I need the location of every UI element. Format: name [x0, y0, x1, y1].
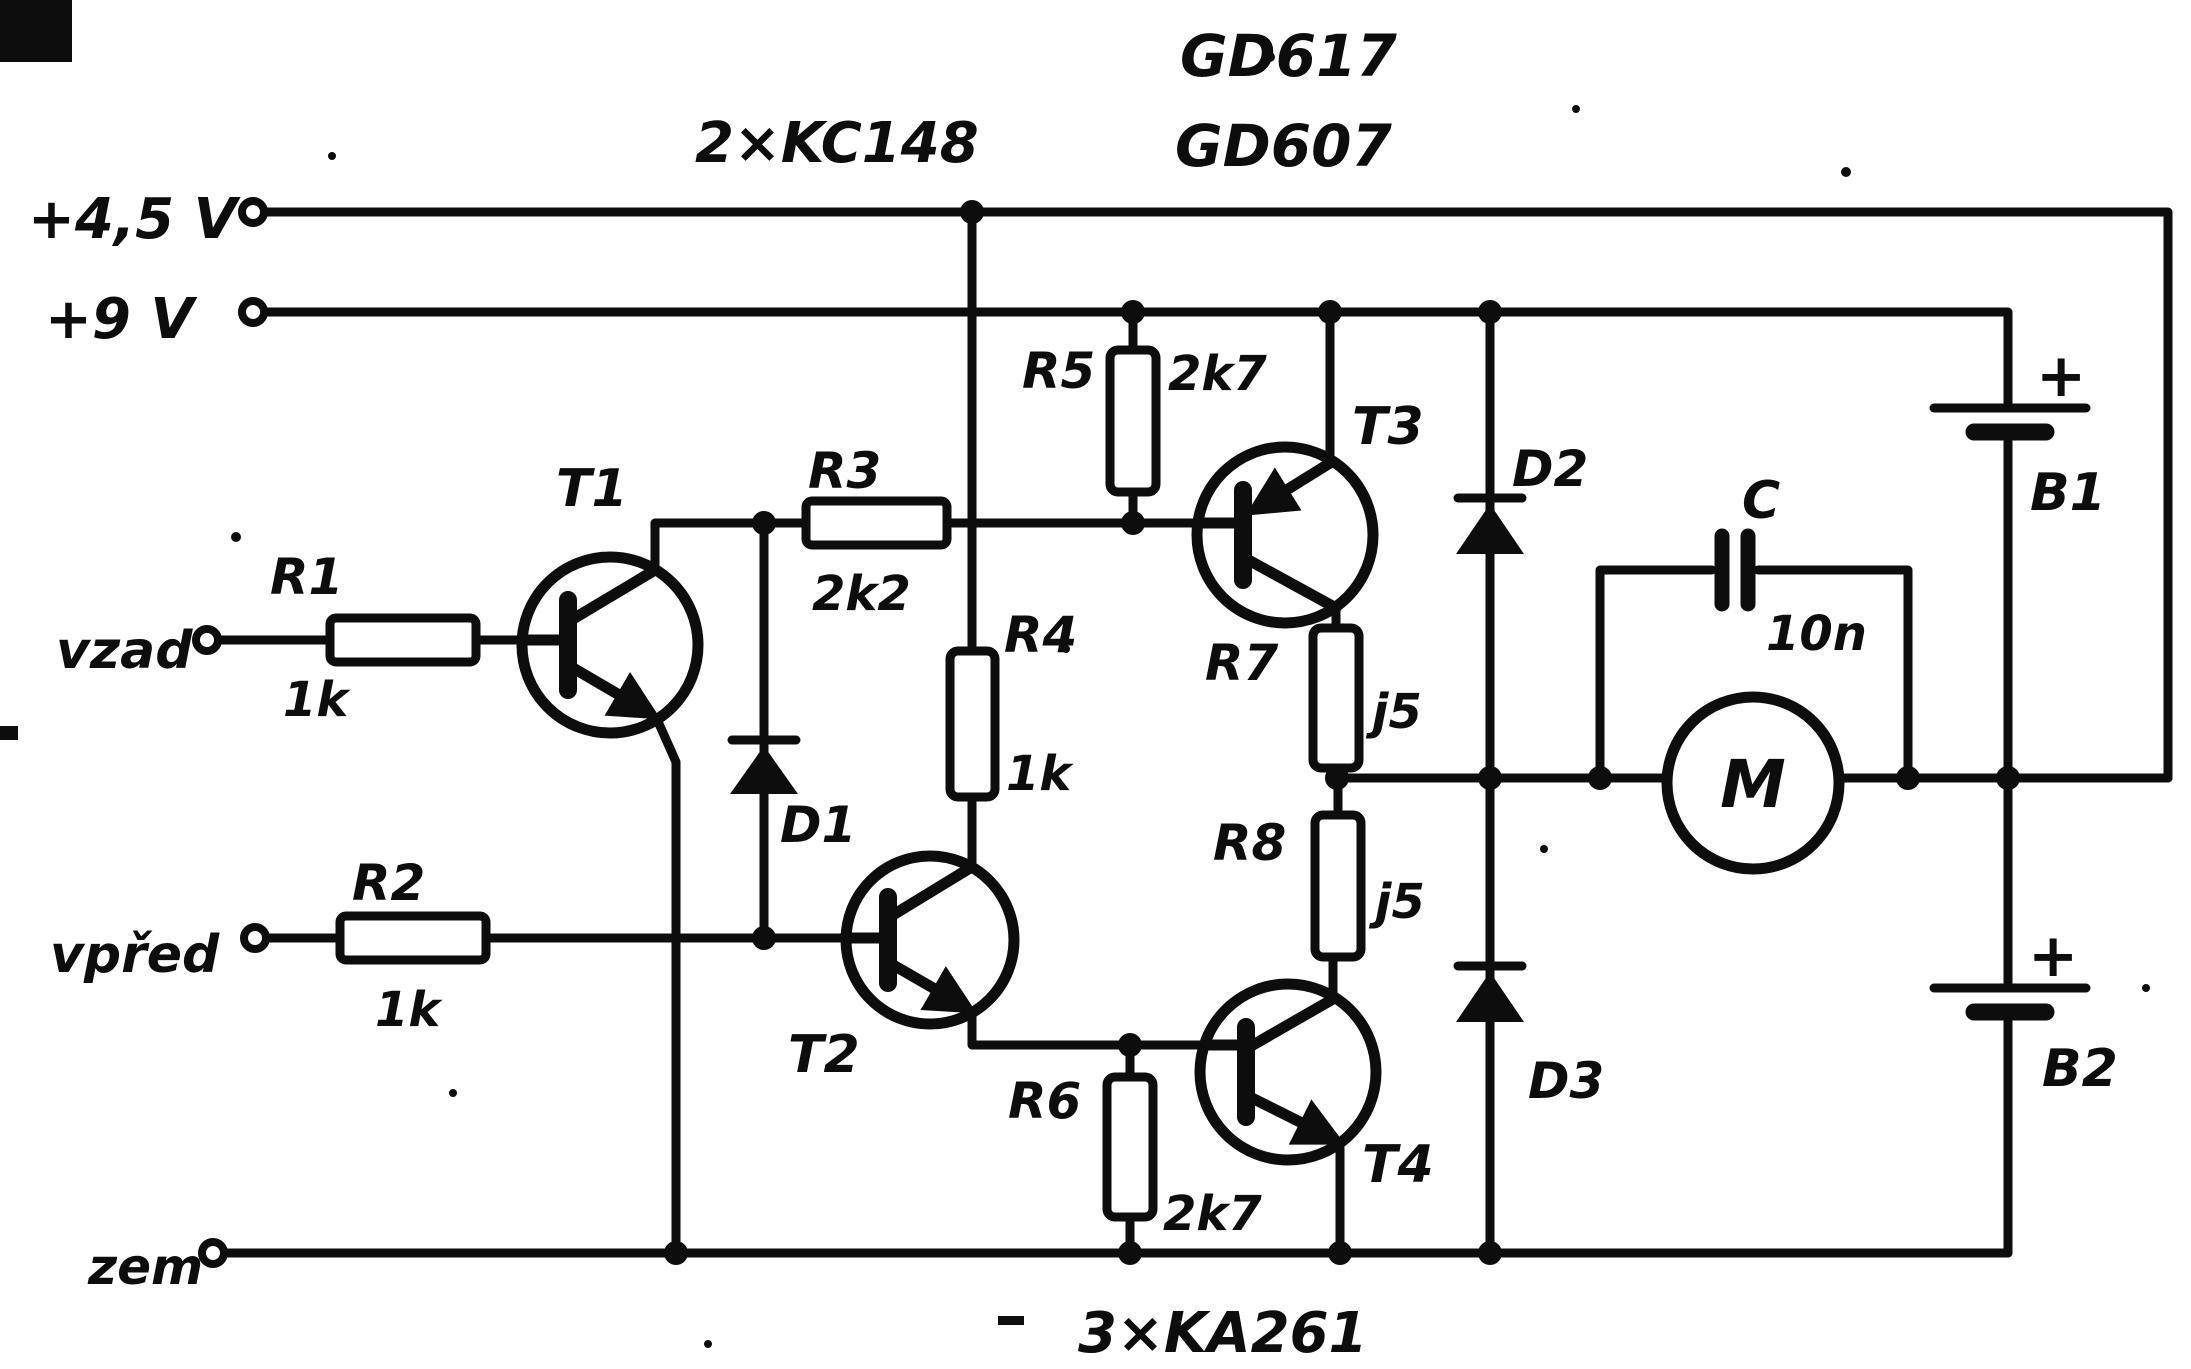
resistor-r8 — [1310, 810, 1366, 962]
label-c-value: 10n — [1766, 606, 1867, 662]
diode-d2 — [1453, 493, 1527, 554]
label-b2-ref: B2 — [2042, 1039, 2118, 1099]
supply-45-rail — [259, 207, 2173, 783]
label-r5-ref: R5 — [1022, 342, 1095, 400]
scan-noise — [0, 0, 2150, 1348]
label-r8-ref: R8 — [1213, 814, 1286, 872]
battery-b2 — [1929, 983, 2091, 1021]
label-c-ref: C — [1742, 471, 1780, 531]
label-r2-ref: R2 — [352, 854, 425, 912]
label-b2-plus: + — [2028, 921, 2078, 991]
label-r4-value: 1k — [1006, 746, 1074, 802]
resistor-r7 — [1308, 623, 1364, 773]
transistor-t3 — [1191, 441, 1379, 629]
junction-dots — [664, 200, 2020, 1265]
label-vzad: vzad — [56, 621, 193, 681]
label-r8-value: j5 — [1368, 874, 1425, 930]
label-diode-set: 3×KA261 — [1078, 1301, 1368, 1366]
label-r7-ref: R7 — [1205, 634, 1279, 692]
label-r3-value: 2k2 — [812, 566, 911, 622]
label-b1-ref: B1 — [2030, 463, 2106, 523]
label-t4: T4 — [1362, 1135, 1434, 1195]
motor-label: M — [1720, 746, 1786, 823]
label-r6-ref: R6 — [1008, 1072, 1081, 1130]
label-r5-value: 2k7 — [1168, 346, 1267, 402]
label-zem: zem — [87, 1238, 203, 1296]
label-r4-ref: R4 — [1004, 606, 1077, 664]
terminal-vzad — [192, 625, 222, 655]
label-supply-45: +4,5 V — [28, 187, 242, 252]
label-supply-9: +9 V — [45, 287, 198, 352]
label-r1-ref: R1 — [270, 548, 343, 606]
resistor-r2 — [335, 911, 491, 965]
label-r3-ref: R3 — [808, 442, 881, 500]
label-r7-value: j5 — [1365, 684, 1422, 740]
diode-d1 — [727, 735, 801, 794]
capacitor-bracket-wire — [1595, 565, 1913, 783]
label-t2: T2 — [788, 1025, 860, 1085]
resistor-r3 — [801, 496, 952, 550]
label-b1-plus: + — [2036, 341, 2086, 411]
label-d2: D2 — [1512, 440, 1588, 498]
t2-emitter-line — [967, 1006, 1251, 1050]
resistor-r6 — [1102, 1072, 1158, 1222]
battery-b1 — [1929, 403, 2091, 441]
transistor-t1 — [516, 551, 704, 739]
label-t3: T3 — [1352, 397, 1424, 457]
terminal-supply-9 — [238, 297, 268, 327]
label-driver-pair: 2×KC148 — [695, 111, 979, 176]
terminal-zem — [198, 1238, 228, 1268]
resistor-r4 — [945, 646, 1000, 802]
transistor-t2 — [840, 850, 1020, 1030]
resistor-r1 — [325, 613, 481, 667]
diode-d3 — [1453, 961, 1527, 1022]
label-r6-value: 2k7 — [1163, 1186, 1262, 1242]
label-r1-value: 1k — [283, 672, 351, 728]
label-d1: D1 — [780, 796, 856, 854]
label-r2-value: 1k — [375, 982, 443, 1038]
supply-9-rail — [259, 307, 2013, 411]
terminal-supply-45 — [238, 197, 268, 227]
label-d3: D3 — [1528, 1052, 1604, 1110]
label-t1: T1 — [556, 459, 628, 519]
label-output-pair-2: GD607 — [1175, 112, 1392, 180]
motor-symbol: M — [1661, 691, 1845, 875]
resistor-r5 — [1105, 345, 1161, 497]
terminal-vpred — [240, 923, 270, 953]
label-vpred: vpřed — [50, 925, 220, 985]
label-output-pair-1: GD617 — [1180, 22, 1397, 90]
transistor-t4 — [1194, 978, 1382, 1166]
capacitor-c — [1714, 528, 1756, 612]
t1-emitter-ground-wire — [651, 712, 681, 1258]
